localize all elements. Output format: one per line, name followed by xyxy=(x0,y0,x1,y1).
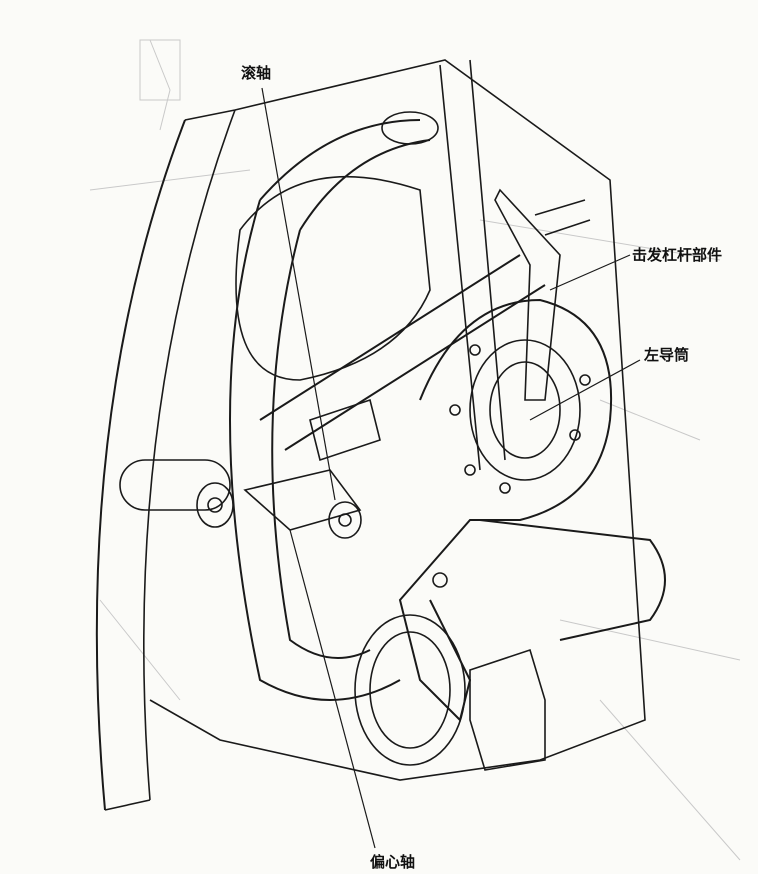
gear-rack-outer xyxy=(95,119,186,811)
flange-holes xyxy=(432,344,591,588)
frame-plate xyxy=(149,59,646,781)
ghost-background-lines xyxy=(89,39,741,861)
gear-rack-inner xyxy=(143,109,236,801)
leader-eccentric xyxy=(289,529,376,849)
label-roller-shaft: 滚轴 xyxy=(241,64,272,82)
label-eccentric-shaft: 偏心轴 xyxy=(370,853,416,871)
mechanism-lines xyxy=(95,59,666,849)
leader-lever xyxy=(549,254,631,291)
label-firing-lever-assembly: 击发杠杆部件 xyxy=(632,246,723,264)
leader-guide xyxy=(529,359,641,421)
leader-roller xyxy=(261,87,336,501)
label-left-guide-tube: 左导筒 xyxy=(644,346,690,364)
